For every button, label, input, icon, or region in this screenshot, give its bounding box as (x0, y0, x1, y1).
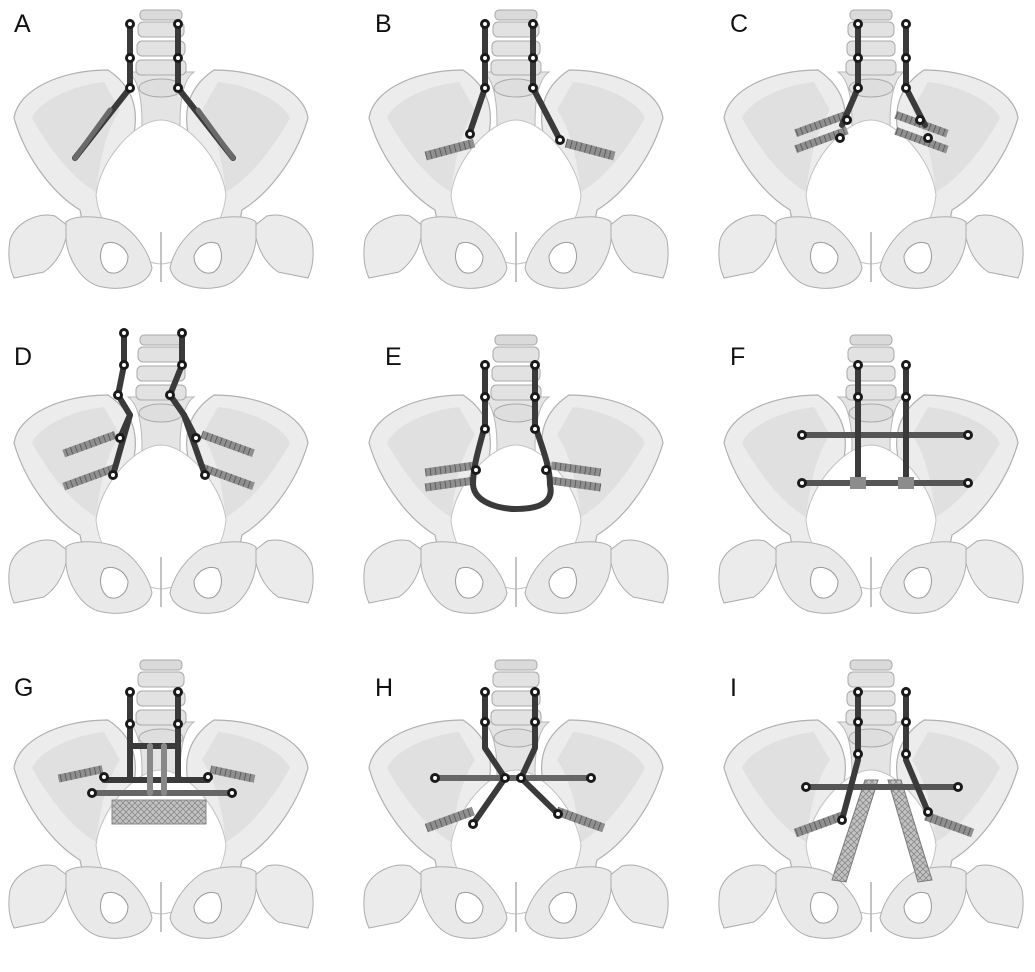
panel-label-f: F (730, 343, 745, 371)
panel-e: E (364, 335, 668, 613)
panel-f: F (719, 335, 1023, 613)
panel-c: C (719, 10, 1023, 288)
panel-label-i: I (730, 674, 737, 702)
panel-label-e: E (385, 343, 402, 371)
panel-d: D (9, 328, 313, 613)
panel-b: B (364, 10, 668, 288)
panel-i: I (719, 660, 1023, 938)
panel-h: H (364, 660, 668, 938)
panel-label-b: B (375, 10, 392, 38)
panel-label-g: G (14, 674, 33, 702)
panel-a: A (9, 10, 313, 288)
panel-label-c: C (730, 10, 748, 38)
mesh-cage-g (112, 800, 206, 824)
panel-label-a: A (14, 10, 31, 38)
panel-label-d: D (14, 343, 32, 371)
panel-label-h: H (375, 674, 393, 702)
panel-g: G (9, 660, 313, 938)
